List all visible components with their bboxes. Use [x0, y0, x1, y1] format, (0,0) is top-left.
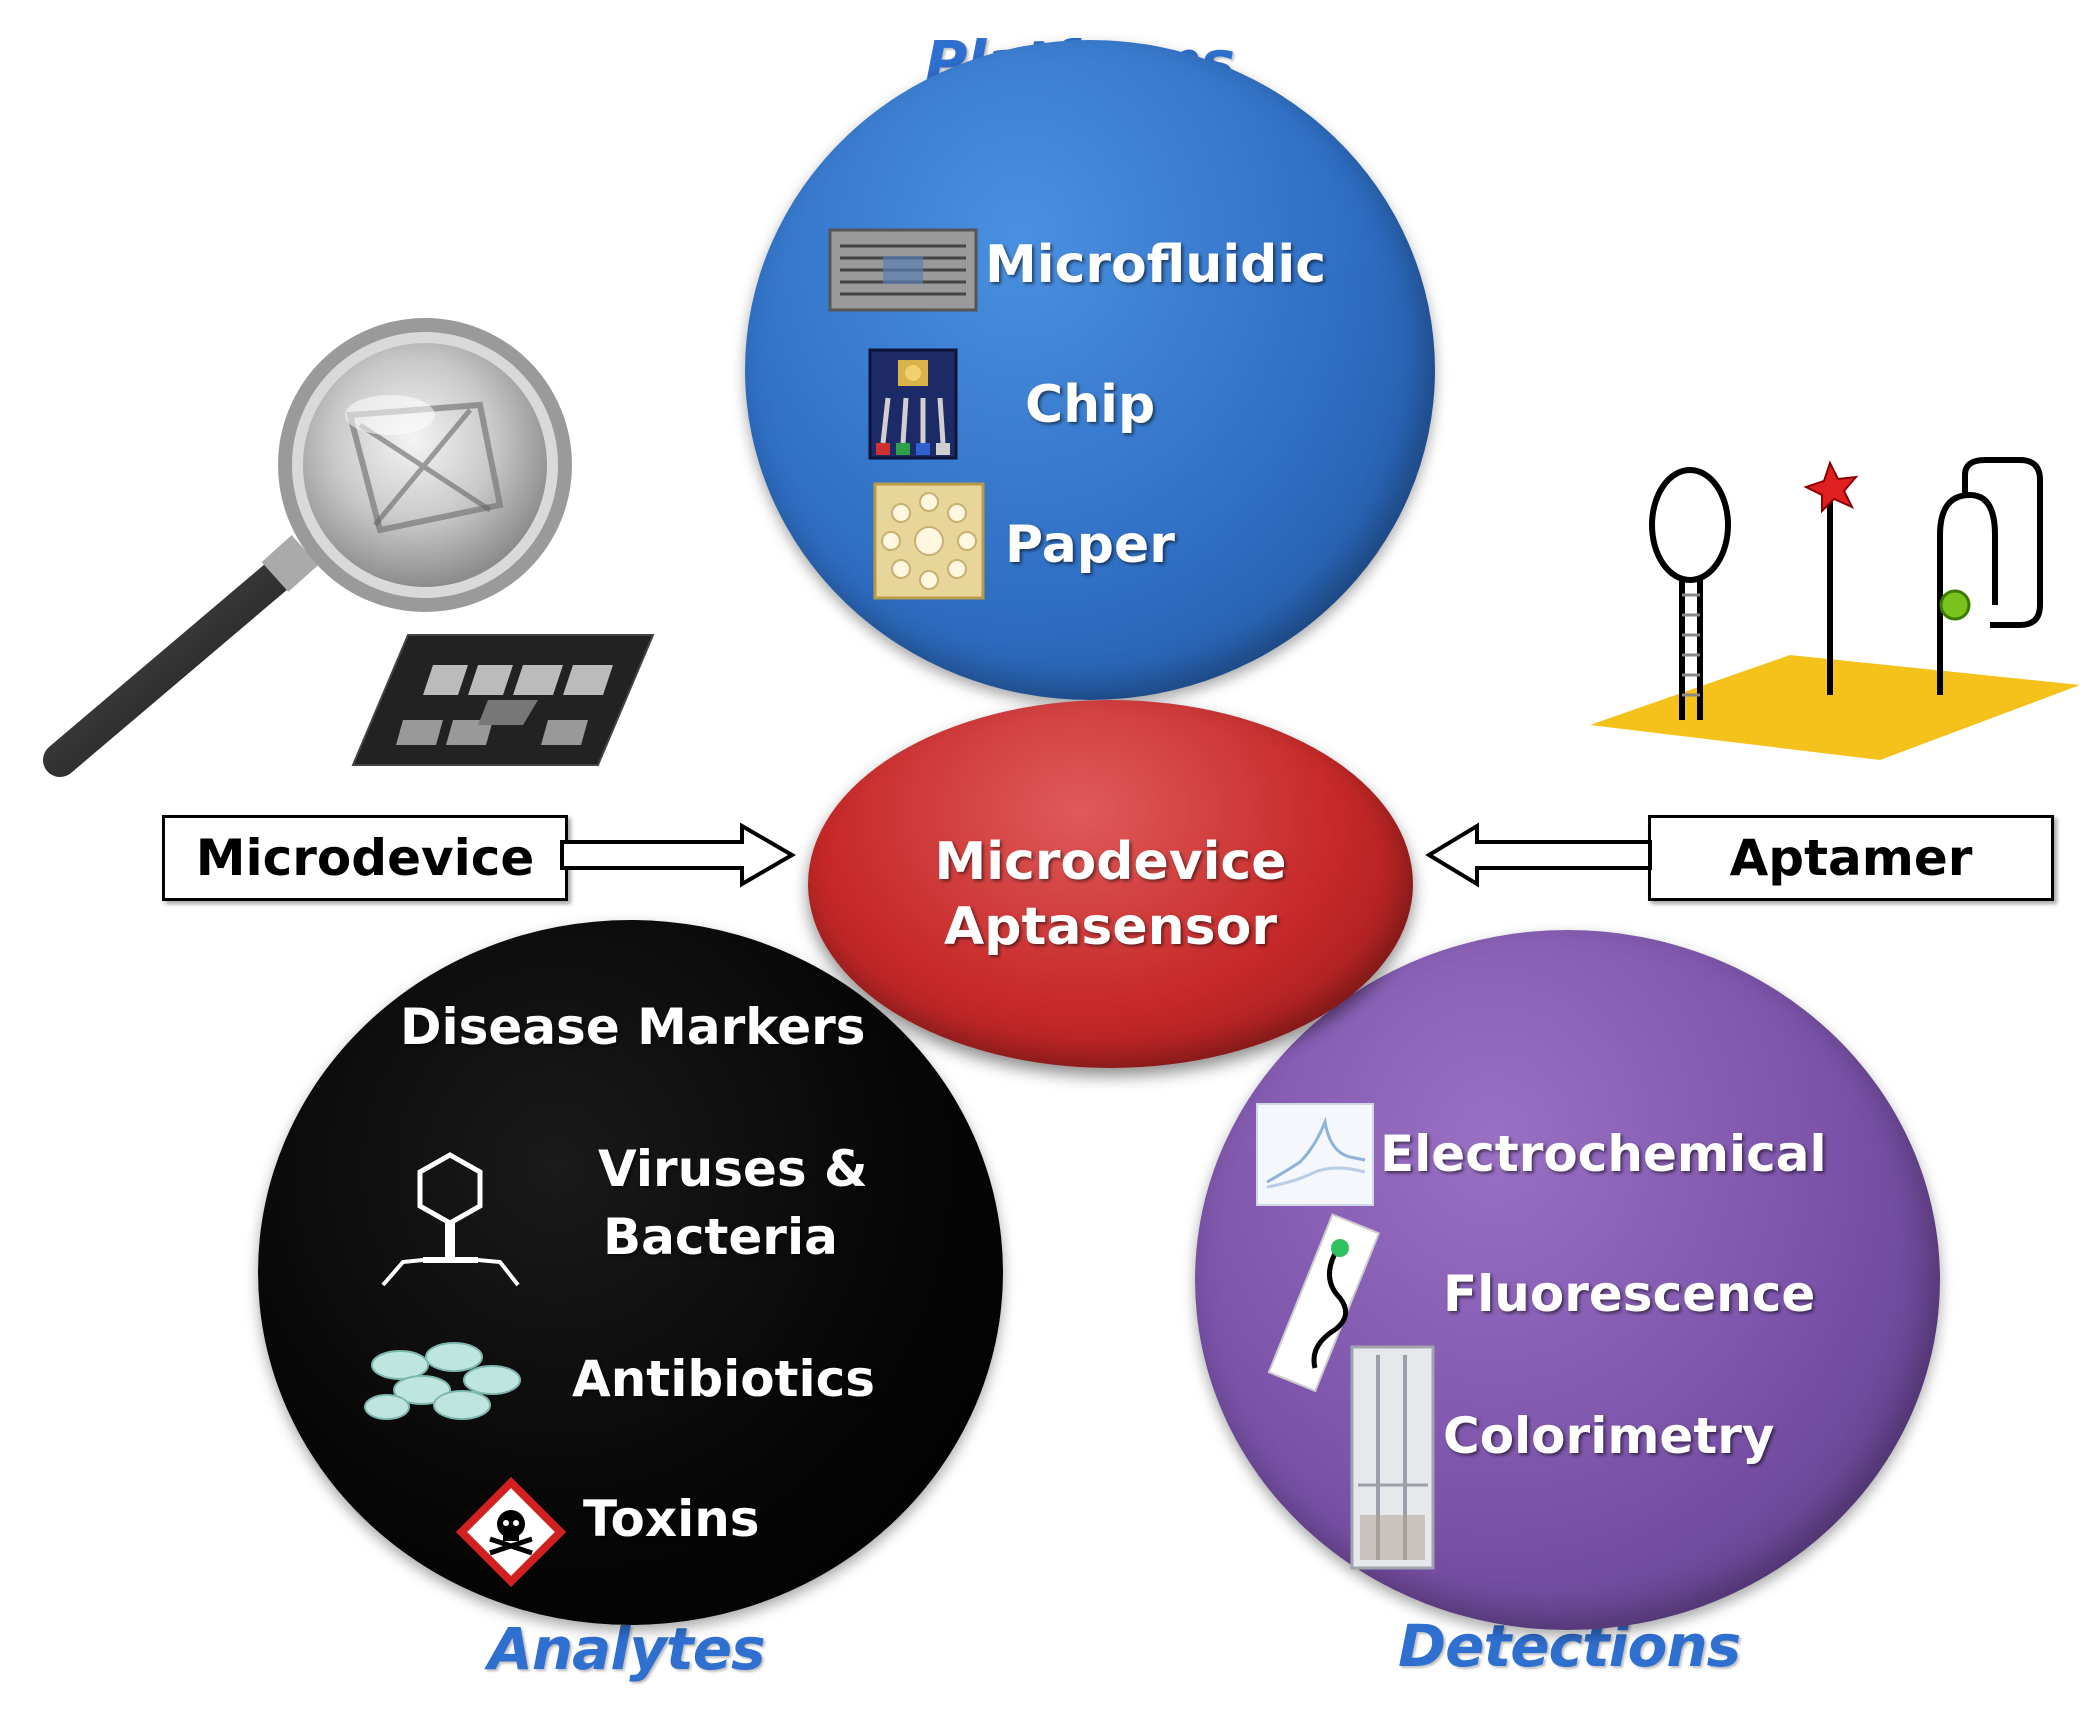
analytes-heading: Analytes — [488, 1615, 766, 1683]
toxin-hazard-icon — [455, 1476, 567, 1588]
virus-bacteriophage-icon — [381, 1152, 520, 1287]
analyte-item-bacteria: Bacteria — [603, 1208, 838, 1266]
paper-device-icon — [873, 482, 985, 600]
center-circle — [808, 700, 1413, 1068]
center-label-line1: Microdevice — [934, 832, 1287, 892]
aptamer-structures-icon — [1590, 457, 2080, 760]
fluorescence-probe-icon — [1267, 1213, 1381, 1393]
right-arrow-icon — [1425, 822, 1652, 888]
detection-item-colorimetry: Colorimetry — [1443, 1407, 1775, 1465]
left-arrow-icon — [560, 822, 796, 888]
detection-item-fluorescence: Fluorescence — [1443, 1265, 1816, 1323]
analyte-item-viruses: Viruses & — [598, 1140, 868, 1198]
detection-item-electrochemical: Electrochemical — [1380, 1125, 1827, 1183]
antibiotic-pills-icon — [364, 1342, 521, 1420]
platform-item-chip: Chip — [1025, 375, 1156, 435]
analyte-item-toxins: Toxins — [583, 1490, 760, 1548]
colorimetry-strip-icon — [1350, 1345, 1435, 1570]
platforms-circle — [745, 40, 1435, 700]
analytes-circle — [258, 920, 1003, 1625]
analyte-item-antibiotics: Antibiotics — [572, 1350, 876, 1408]
microdevice-input-label: Microdevice — [195, 829, 535, 887]
microdevice-chip-icon — [351, 634, 655, 766]
magnifying-glass-icon — [43, 318, 572, 777]
platform-item-paper: Paper — [1005, 515, 1175, 575]
analyte-item-disease-markers: Disease Markers — [400, 998, 866, 1056]
chip-electrode-icon — [868, 348, 958, 460]
aptamer-input-box: Aptamer — [1648, 815, 2054, 901]
platform-item-microfluidic: Microfluidic — [985, 235, 1327, 295]
center-label-line2: Aptasensor — [944, 897, 1277, 957]
electrochemical-plot-icon — [1256, 1103, 1374, 1206]
microfluidic-chip-icon — [828, 228, 978, 312]
microdevice-input-box: Microdevice — [162, 815, 568, 901]
aptamer-input-label: Aptamer — [1729, 829, 1973, 887]
